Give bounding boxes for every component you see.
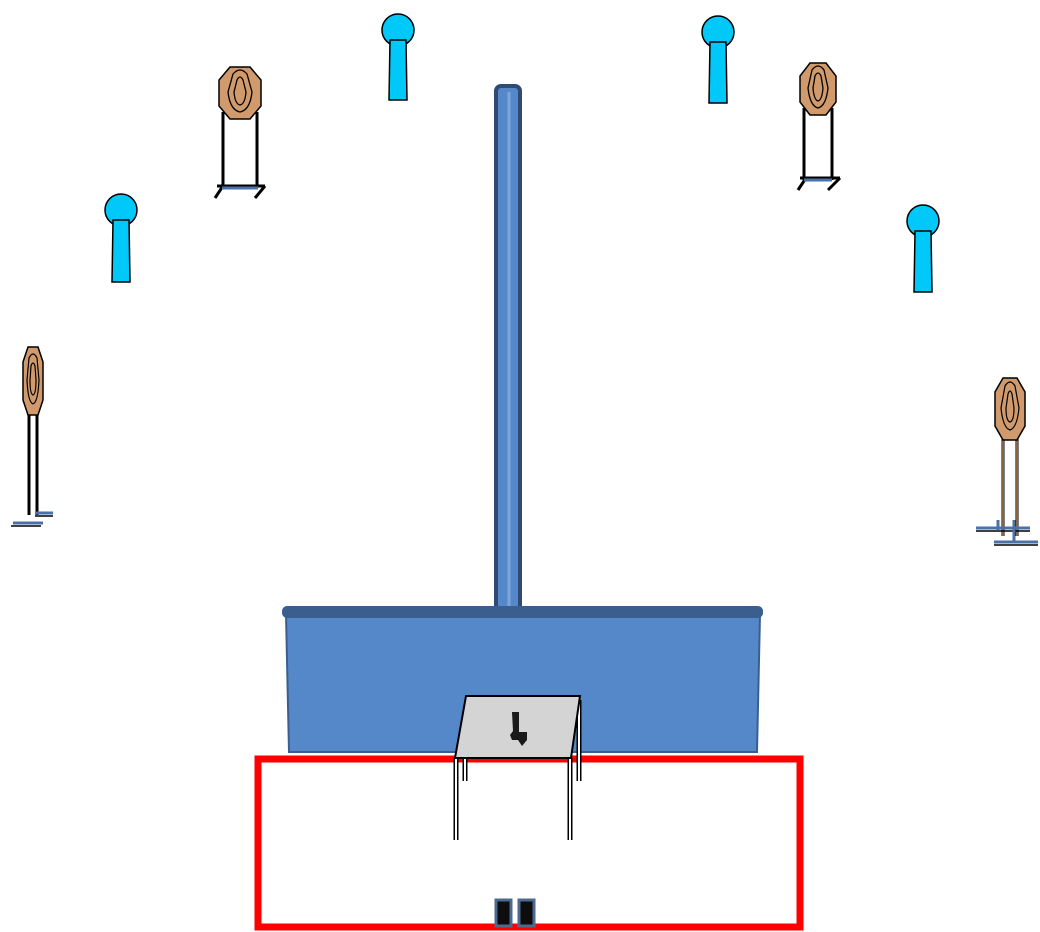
table [453, 695, 582, 840]
paper-target-icon [796, 62, 842, 192]
paper-target-icon [213, 66, 267, 199]
start-position-icon [494, 898, 536, 928]
steel-popper-icon [381, 13, 415, 101]
steel-popper-icon [104, 193, 138, 283]
steel-popper-icon [906, 204, 940, 293]
paper-target-icon [11, 346, 53, 527]
pistol-icon [510, 712, 527, 746]
steel-popper-icon [701, 15, 735, 104]
center-fault-line-wall [494, 84, 522, 618]
paper-target-icon [976, 377, 1038, 546]
front-barricade-wall [282, 606, 763, 753]
